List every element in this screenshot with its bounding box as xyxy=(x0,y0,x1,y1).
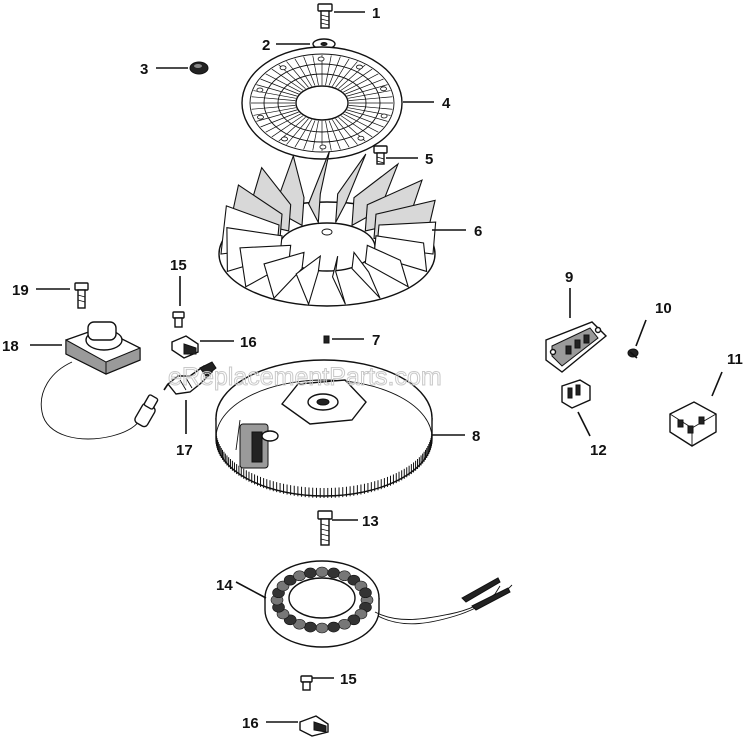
callout-16a: 16 xyxy=(240,334,257,351)
part-ignition-module-18 xyxy=(40,321,159,440)
part-bolt-19 xyxy=(74,282,89,309)
part-connector-11 xyxy=(669,401,717,447)
part-nut-3 xyxy=(189,61,209,75)
part-connector-12 xyxy=(561,379,591,409)
callout-15a: 15 xyxy=(170,257,187,274)
callout-7: 7 xyxy=(372,332,380,349)
callout-15b: 15 xyxy=(340,671,357,688)
callout-1: 1 xyxy=(372,5,380,22)
part-clip-16a xyxy=(171,335,199,359)
part-regulator-9 xyxy=(545,321,608,373)
callout-11: 11 xyxy=(727,351,743,368)
callout-10: 10 xyxy=(655,300,672,317)
callout-4: 4 xyxy=(442,95,451,112)
callout-18: 18 xyxy=(2,338,19,355)
part-bolt-13 xyxy=(317,510,333,546)
part-flywheel-8 xyxy=(215,359,433,498)
callout-17: 17 xyxy=(176,442,193,459)
part-screw-5 xyxy=(373,145,388,165)
callout-19: 19 xyxy=(12,282,29,299)
part-screw-10 xyxy=(627,348,639,359)
part-bolt-1 xyxy=(317,3,333,29)
part-fan-6 xyxy=(218,150,437,307)
callout-16b: 16 xyxy=(242,715,259,732)
callout-14: 14 xyxy=(216,577,233,594)
part-key-7 xyxy=(323,335,330,344)
callout-12: 12 xyxy=(590,442,607,459)
part-clip-16b xyxy=(299,715,329,737)
part-screw-15b xyxy=(300,675,313,691)
callout-3: 3 xyxy=(140,61,148,78)
callout-8: 8 xyxy=(472,428,480,445)
leader-lines xyxy=(30,11,723,723)
callout-labels: 1 2 3 4 5 6 7 8 9 10 11 12 13 14 15 16 1… xyxy=(2,5,743,732)
callout-6: 6 xyxy=(474,223,482,240)
callout-9: 9 xyxy=(565,269,573,286)
watermark: eReplacementParts.com xyxy=(168,363,442,391)
part-stator-14 xyxy=(264,560,513,648)
part-screw-15a xyxy=(172,311,185,328)
part-spark-plug-17 xyxy=(163,361,217,395)
part-grass-screen-4 xyxy=(241,46,403,160)
callout-5: 5 xyxy=(425,151,433,168)
callout-13: 13 xyxy=(362,513,379,530)
callout-2: 2 xyxy=(262,37,270,54)
